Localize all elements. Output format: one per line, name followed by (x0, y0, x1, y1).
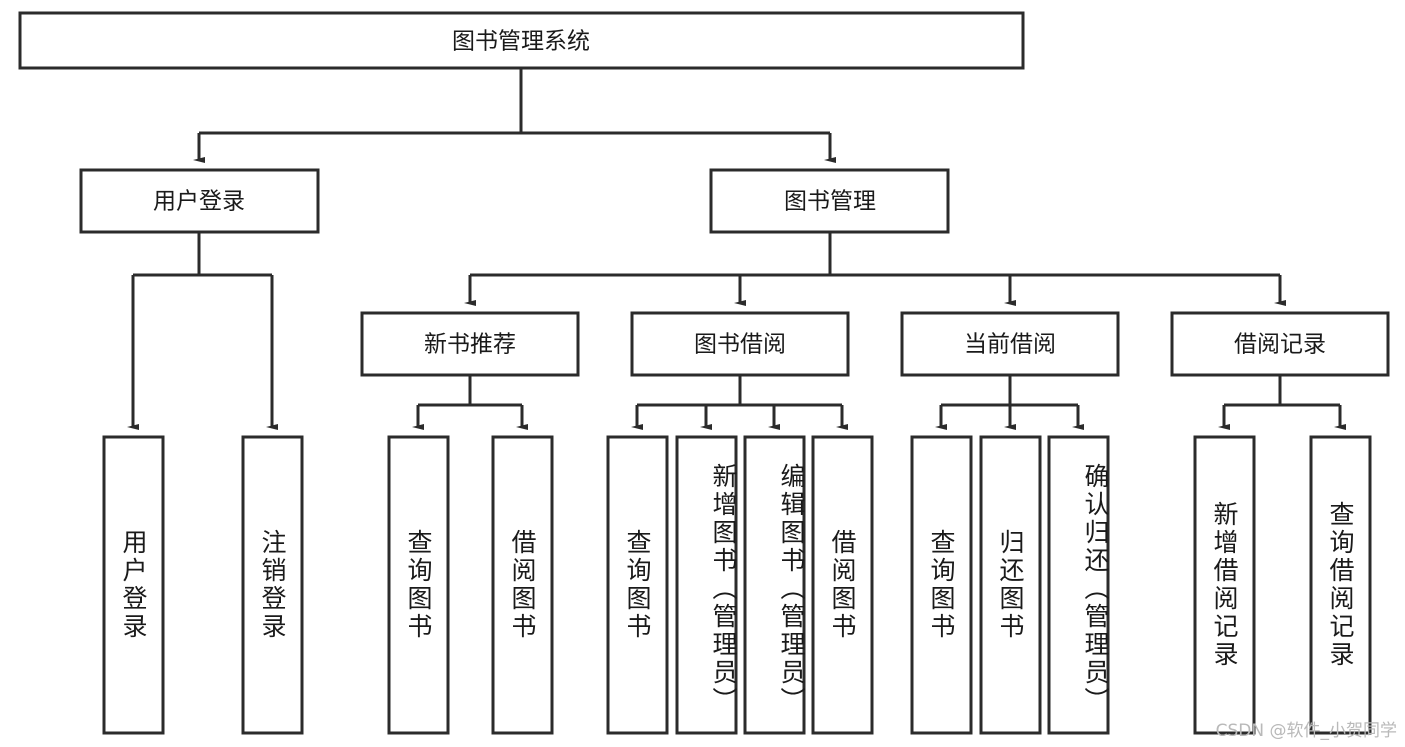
node-leaf-borrow-book-1-box[interactable] (491, 435, 554, 735)
node-leaf-query-book-1-box[interactable] (387, 435, 450, 735)
node-leaf-borrow-book-2-box[interactable] (811, 435, 874, 735)
node-leaf-user-login-box[interactable] (102, 435, 165, 735)
node-root-box[interactable] (18, 11, 1025, 70)
node-leaf-return-book-box[interactable] (979, 435, 1042, 735)
node-root-label: 图书管理系统 (452, 29, 590, 55)
horizontal-label-group: 图书管理系统 用户登录 图书管理 新书推荐 图书借阅 当前借阅 借阅记录 (153, 29, 1326, 358)
node-book-borrow-box[interactable] (630, 311, 850, 377)
node-new-book-rec-box[interactable] (360, 311, 580, 377)
node-leaf-query-record-box[interactable] (1309, 435, 1372, 735)
node-leaf-add-book-box[interactable] (675, 435, 738, 735)
node-leaf-confirm-return-box[interactable] (1047, 435, 1110, 735)
node-book-manage-box[interactable] (709, 168, 950, 234)
node-leaf-edit-book-box[interactable] (743, 435, 806, 735)
node-book-manage-label: 图书管理 (784, 189, 876, 215)
node-book-borrow-label: 图书借阅 (694, 332, 786, 358)
node-new-book-rec-label: 新书推荐 (424, 332, 516, 358)
node-user-login-label: 用户登录 (153, 189, 245, 215)
node-leaf-query-book-3-box[interactable] (910, 435, 973, 735)
node-user-login-box[interactable] (79, 168, 320, 234)
node-borrow-record-box[interactable] (1170, 311, 1390, 377)
node-current-borrow-label: 当前借阅 (964, 332, 1056, 358)
node-borrow-record-label: 借阅记录 (1234, 332, 1326, 358)
node-leaf-add-record-box[interactable] (1193, 435, 1256, 735)
connector-group (127, 68, 1346, 430)
node-group (18, 11, 1390, 735)
csdn-watermark: CSDN @软件_小贺同学 (1215, 721, 1397, 741)
node-leaf-user-logout-box[interactable] (241, 435, 304, 735)
node-leaf-query-book-2-box[interactable] (606, 435, 669, 735)
node-current-borrow-box[interactable] (900, 311, 1120, 377)
